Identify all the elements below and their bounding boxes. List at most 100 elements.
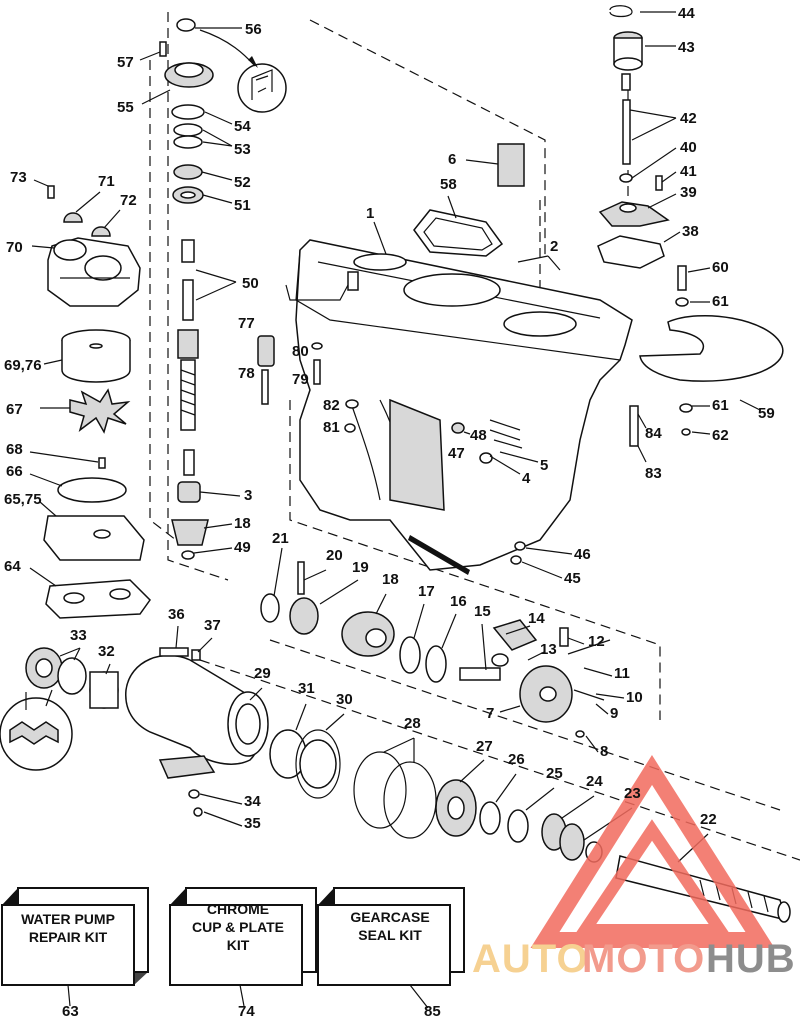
callout-number: 2 [550, 238, 558, 255]
callout-number: 74 [238, 1003, 255, 1020]
callout-number: 69,76 [4, 357, 42, 374]
shift-rod-parts [413, 5, 670, 269]
gearcase-housing [285, 239, 633, 575]
callout-number: 81 [323, 419, 340, 436]
callout-number: 30 [336, 691, 353, 708]
callout-number: 25 [546, 765, 563, 782]
callout-number: 7 [486, 705, 494, 722]
callout-number: 17 [418, 583, 435, 600]
callout-number: 55 [117, 99, 134, 116]
propeller-shaft [541, 813, 791, 923]
callout-number: 1 [366, 205, 374, 222]
callout-number: 51 [234, 197, 251, 214]
callout-number: 57 [117, 54, 134, 71]
callout-number: 67 [6, 401, 23, 418]
callout-number: 48 [470, 427, 487, 444]
kit-label-line3: KIT [227, 937, 250, 953]
propeller-shaft-assembly [260, 561, 611, 738]
callout-number: 28 [404, 715, 421, 732]
kit-box-gearcase-seal: GEARCASE SEAL KIT [317, 887, 465, 986]
callout-number: 80 [292, 343, 309, 360]
callout-number: 3 [244, 487, 252, 504]
kit-label-line2: SEAL KIT [358, 927, 422, 943]
callout-number: 77 [238, 315, 255, 332]
callout-number: 79 [292, 371, 309, 388]
callout-number: 78 [238, 365, 255, 382]
watermark-moto: MOTO [582, 937, 705, 981]
callout-number: 42 [680, 110, 697, 127]
kit-box-water-pump: WATER PUMP REPAIR KIT [1, 887, 149, 986]
watermark-auto: AUTO [472, 937, 589, 981]
callout-number: 65,75 [4, 491, 42, 508]
callout-number: 85 [424, 1003, 441, 1020]
callout-number: 8 [600, 743, 608, 760]
callout-number: 40 [680, 139, 697, 156]
kit-label-line1: WATER PUMP [21, 911, 115, 927]
kit-label-line1: GEARCASE [350, 909, 429, 925]
callout-number: 38 [682, 223, 699, 240]
callout-number: 72 [120, 192, 137, 209]
callout-number: 70 [6, 239, 23, 256]
callout-number: 41 [680, 163, 697, 180]
callout-number: 58 [440, 176, 457, 193]
callout-number: 14 [528, 610, 545, 627]
watermark-logo: AUTO MOTO HUB [472, 755, 795, 981]
callout-number: 83 [645, 465, 662, 482]
callout-number: 21 [272, 530, 289, 547]
callout-number: 9 [610, 705, 618, 722]
callout-number: 34 [244, 793, 261, 810]
callout-number: 61 [712, 293, 729, 310]
callout-number: 29 [254, 665, 271, 682]
callout-number: 18 [234, 515, 251, 532]
callout-number: 46 [574, 546, 591, 563]
callout-number: 33 [70, 627, 87, 644]
callout-number: 5 [540, 457, 548, 474]
callout-number: 60 [712, 259, 729, 276]
trim-tab-parts [629, 265, 784, 447]
callout-number: 82 [323, 397, 340, 414]
kit-box-chrome-cup: CHROME CUP & PLATE KIT [169, 887, 317, 986]
callout-number: 52 [234, 174, 251, 191]
callout-number: 4 [522, 470, 531, 487]
callout-number: 36 [168, 606, 185, 623]
callout-number: 68 [6, 441, 23, 458]
kit-label-line2: CUP & PLATE [192, 919, 284, 935]
callout-number: 35 [244, 815, 261, 832]
callout-number: 59 [758, 405, 775, 422]
callout-number: 16 [450, 593, 467, 610]
callout-number: 15 [474, 603, 491, 620]
callout-number: 64 [4, 558, 21, 575]
callout-number: 66 [6, 463, 23, 480]
callout-number: 63 [62, 1003, 79, 1020]
callout-number: 13 [540, 641, 557, 658]
callout-number: 44 [678, 5, 695, 22]
callout-number: 26 [508, 751, 525, 768]
callout-number: 43 [678, 39, 695, 56]
callout-number: 37 [204, 617, 221, 634]
callout-number: 84 [645, 425, 662, 442]
callout-number: 22 [700, 811, 717, 828]
callout-number: 73 [10, 169, 27, 186]
callout-number: 45 [564, 570, 581, 587]
callout-number: 31 [298, 680, 315, 697]
callout-number: 47 [448, 445, 465, 462]
callout-number: 24 [586, 773, 603, 790]
callout-number: 11 [614, 665, 630, 682]
detail-circle-seal [0, 689, 73, 771]
callout-number: 20 [326, 547, 343, 564]
callout-number: 62 [712, 427, 729, 444]
leader-lines [29, 11, 761, 1009]
callout-number: 12 [588, 633, 605, 650]
kit-label-line1: CHROME [207, 901, 269, 917]
callout-number: 50 [242, 275, 259, 292]
callout-number: 49 [234, 539, 251, 556]
callout-number: 10 [626, 689, 643, 706]
callout-number: 27 [476, 738, 493, 755]
kit-label-line2: REPAIR KIT [29, 929, 108, 945]
callout-number: 19 [352, 559, 369, 576]
callout-number: 6 [448, 151, 456, 168]
callout-number: 71 [98, 173, 115, 190]
callout-number: 32 [98, 643, 115, 660]
